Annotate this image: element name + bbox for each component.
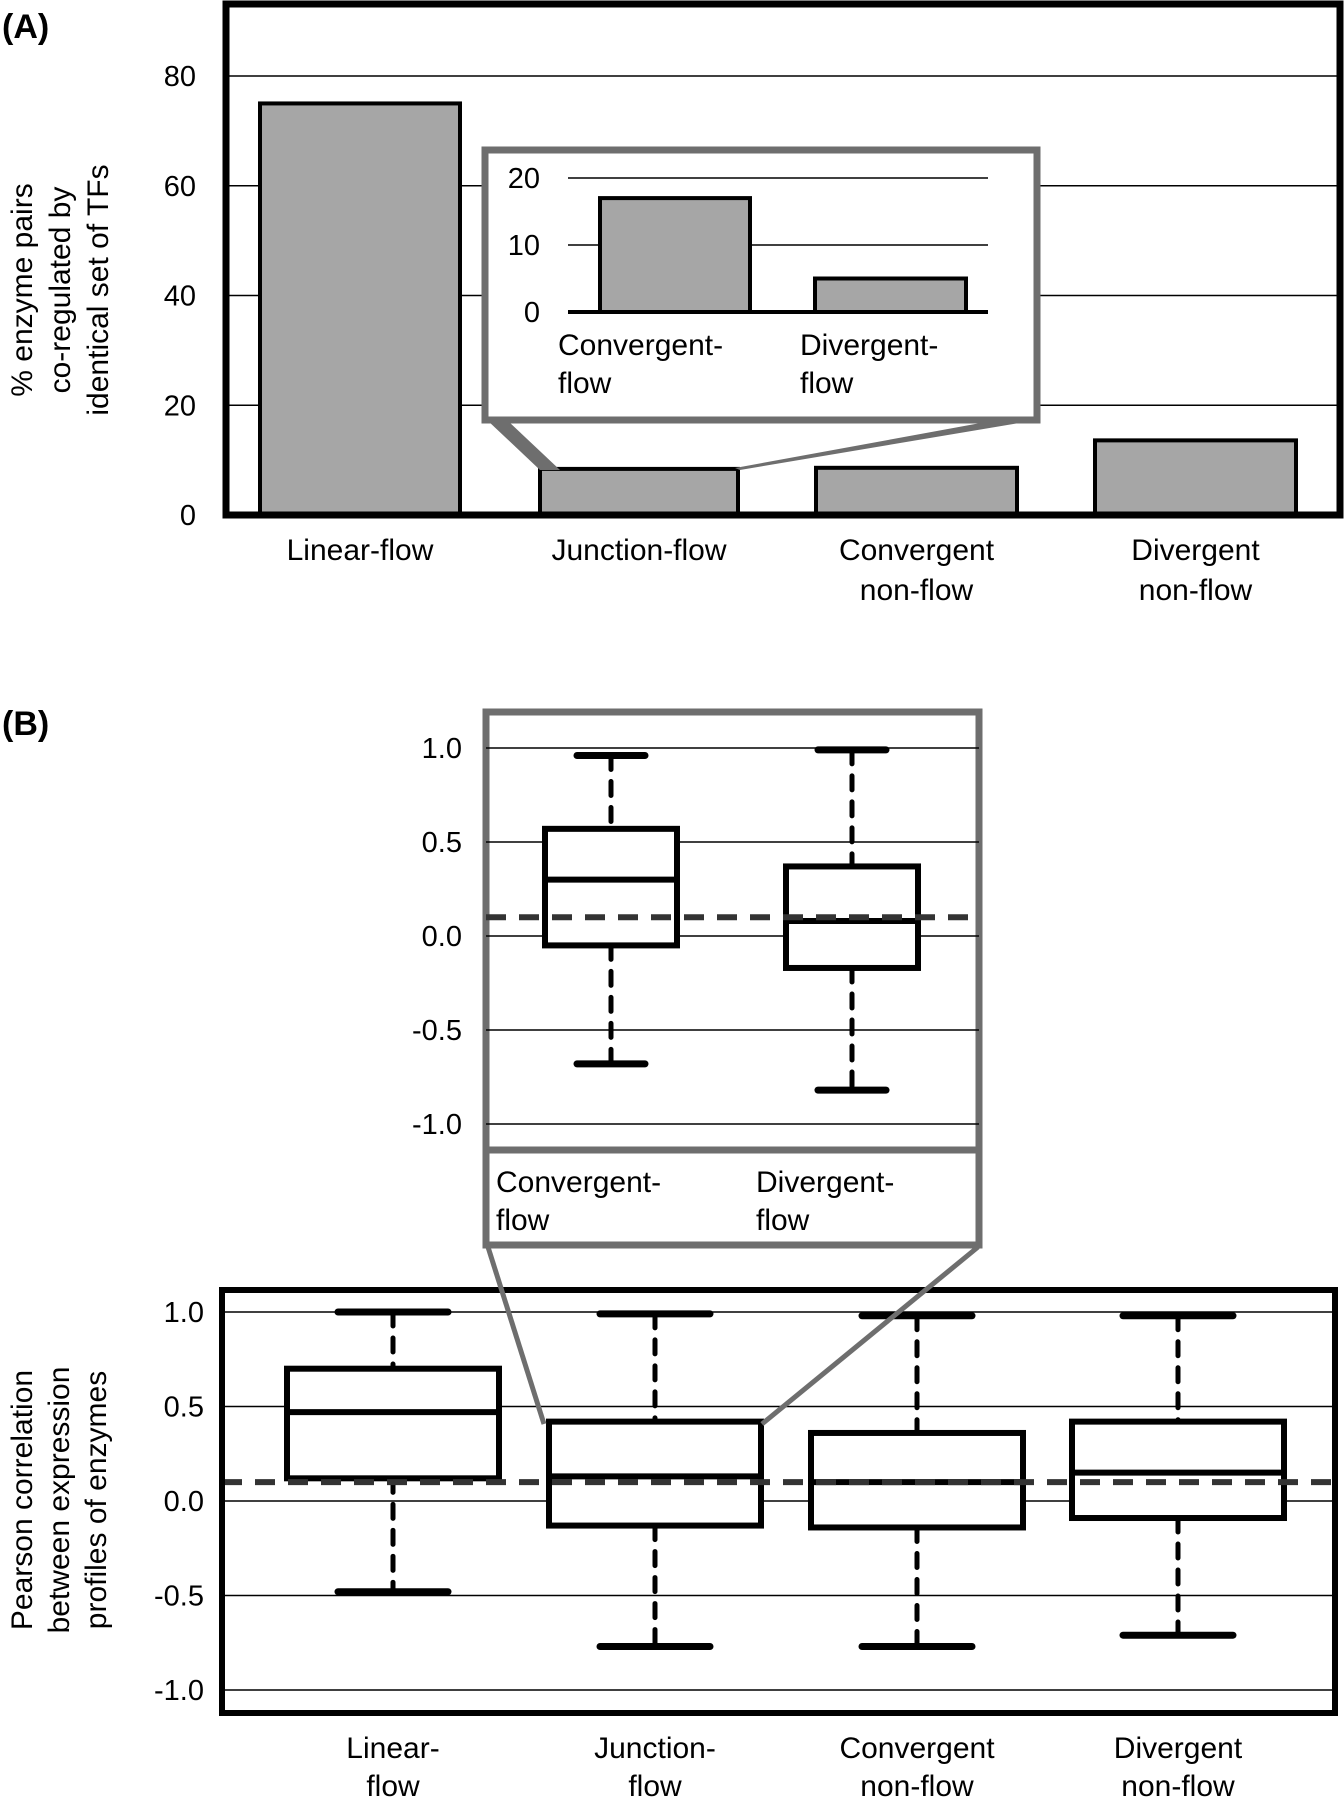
- axes-frame: [222, 0, 1344, 519]
- y-tick-label: -1.0: [412, 1109, 462, 1141]
- x-tick-label: Linear-flow: [287, 534, 434, 567]
- y-tick-label: 0.5: [422, 827, 462, 859]
- x-tick-label: Convergent-flow: [558, 329, 723, 400]
- bar: [258, 101, 462, 517]
- bar: [813, 276, 968, 314]
- y-tick-label: 10: [508, 230, 540, 262]
- y-tick-label: -0.5: [154, 1581, 204, 1613]
- panel-a-label: (A): [2, 8, 49, 46]
- panel-b-label: (B): [2, 705, 49, 743]
- y-tick-label: 0: [180, 500, 196, 532]
- bar: [1093, 438, 1298, 517]
- bar: [598, 196, 752, 315]
- bar: [814, 465, 1019, 517]
- y-tick-label: 0.5: [164, 1392, 204, 1424]
- y-tick-label: 1.0: [422, 733, 462, 765]
- y-tick-label: 40: [164, 281, 196, 313]
- inset-frame: [482, 708, 983, 1249]
- y-tick-label: 20: [164, 390, 196, 422]
- x-tick-label: Linear-flow: [346, 1732, 439, 1800]
- x-tick-label: Divergent-flow: [800, 329, 938, 400]
- box-iqr: [542, 825, 680, 949]
- y-tick-label: 0.0: [164, 1486, 204, 1518]
- callout-right: [760, 1245, 980, 1426]
- callout-left: [487, 420, 560, 470]
- y-tick-label: 60: [164, 171, 196, 203]
- y-tick-label: -0.5: [412, 1015, 462, 1047]
- y-tick-label: 0: [524, 297, 540, 329]
- callout-left: [485, 1246, 547, 1425]
- y-tick-label: 0.0: [422, 921, 462, 953]
- callout-right: [735, 420, 1037, 470]
- y-tick-label: 1.0: [164, 1297, 204, 1329]
- bar: [538, 466, 740, 517]
- x-tick-label: Divergent-flow: [756, 1166, 894, 1237]
- axes-frame: [219, 1287, 1338, 1716]
- y-tick-label: 80: [164, 61, 196, 93]
- y-tick-label: -1.0: [154, 1675, 204, 1707]
- x-tick-label: Junction-flow: [551, 534, 726, 567]
- y-tick-label: 20: [508, 163, 540, 195]
- box-iqr: [284, 1365, 502, 1482]
- x-tick-label: Convergent-flow: [496, 1166, 661, 1237]
- x-tick-label: Junction-flow: [594, 1732, 716, 1800]
